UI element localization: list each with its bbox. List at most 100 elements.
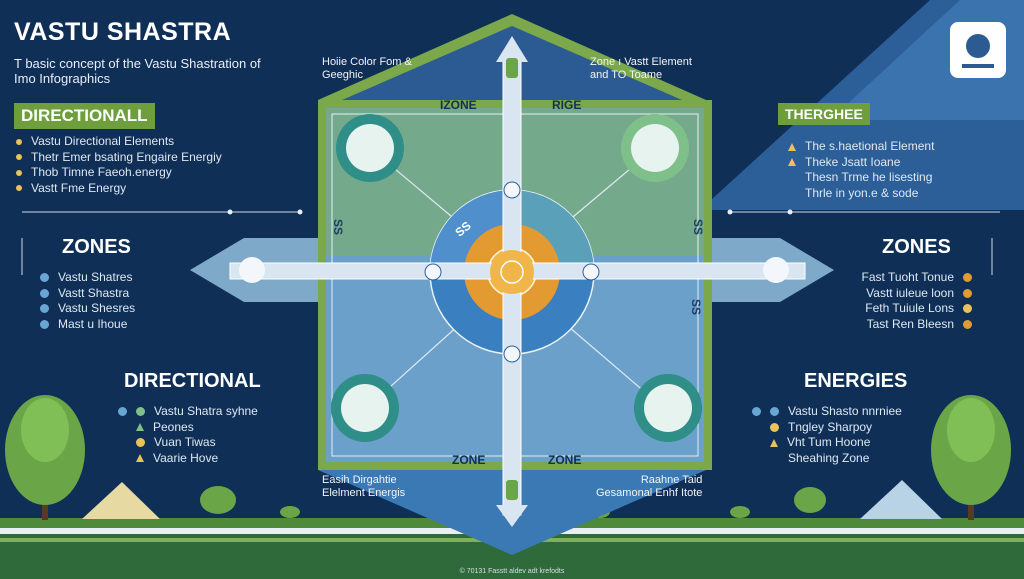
corner-medallions (331, 114, 702, 442)
caption-line: Gesamonal Enhf Itote (596, 487, 703, 499)
list-item: Thetr Emer bsating Engaire Energiy (16, 150, 222, 166)
medallion-ne-icon (631, 124, 679, 172)
list-item-label: Thob Timne Faeoh.energy (31, 165, 172, 179)
list-item-label: Vastu Directional Elements (31, 134, 175, 148)
leaf-icon (136, 407, 145, 417)
list-item-label: Vastu Shatra syhne (154, 404, 258, 418)
list-item: Vastt Fme Energy (16, 181, 222, 197)
page-title: VASTU SHASTRA (14, 18, 232, 46)
list-item: Vastt Shastra (40, 286, 135, 302)
bullet-icon (16, 185, 22, 192)
list-item: Thrle in yon.e & sode (788, 186, 934, 202)
list-item: Vaarie Hove (118, 451, 258, 467)
side-label-ne: SS (691, 218, 706, 236)
connector-dots (227, 209, 793, 215)
list-item: Vastu Shasto nnrniee (752, 404, 902, 420)
left-pyramid (82, 482, 160, 519)
bullet-icon (16, 154, 22, 161)
caption-line: Hoiie Color Fom & (322, 56, 412, 68)
logo-icon (966, 34, 990, 58)
bullet-icon (963, 273, 972, 283)
rige-label: RIGE (552, 98, 582, 112)
right-energies-list: Vastu Shasto nnrniee Tngley Sharpoy Vht … (752, 404, 902, 466)
caption-line: Zone ı Vastt Element (590, 56, 692, 68)
list-item: Thob Timne Faeoh.energy (16, 165, 222, 181)
list-item: Vastu Shesres (40, 301, 135, 317)
bullet-icon (40, 288, 49, 298)
list-item: Peones (118, 420, 258, 436)
caption-line: Elelment Energis (322, 487, 406, 499)
list-item: Sheahing Zone (752, 451, 902, 467)
list-item-label: Vuan Tiwas (154, 435, 216, 449)
sun-icon (770, 422, 779, 432)
right-energies-heading: ENERGIES (804, 370, 908, 392)
bullet-icon (118, 407, 127, 417)
list-item-label: Thetr Emer bsating Engaire Energiy (31, 149, 222, 164)
footer-credit: © 70131 Fasstt aldev adt krefodts (459, 568, 565, 575)
page-subtitle: T basic concept of the Vastu Shastration… (14, 56, 304, 86)
logo-text-bar (962, 64, 994, 68)
directional-box-label: DIRECTIONALL (14, 103, 155, 129)
list-item: Tngley Sharpoy (752, 420, 902, 436)
orange-core-top (490, 250, 534, 294)
list-item-label: Vastt iuleue loon (866, 285, 954, 300)
list-item-label: Theke Jsatt Ioane (805, 154, 901, 169)
bullet-icon (788, 158, 796, 167)
list-item-label: Vastu Shatres (58, 270, 133, 284)
bullet-icon (752, 407, 761, 417)
north-arrowhead (496, 36, 528, 62)
right-box-label: THERGHEE (778, 103, 870, 125)
arrow-end-icons (239, 257, 789, 283)
list-item-label: Mast u Ihoue (58, 316, 128, 331)
bullet-icon (40, 273, 49, 283)
right-pyramid (860, 480, 942, 519)
bullet-icon (40, 319, 49, 329)
left-directional-heading: DIRECTIONAL (124, 370, 261, 392)
right-zones-list: Fast Tuoht Tonue Vastt iuleue loon Feth … (838, 270, 972, 332)
list-item: Vht Tum Hoone (752, 435, 902, 451)
bullet-icon (963, 288, 972, 298)
list-item: Tast Ren Bleesn (838, 317, 972, 333)
pyramid-icon (136, 454, 144, 463)
bottom-left-caption: Easih Dirgahtie Elelment Energis (322, 474, 405, 500)
list-item-label: Tast Ren Bleesn (866, 316, 954, 331)
pyramid-icon (770, 438, 778, 447)
left-zones-heading: ZONES (62, 236, 131, 258)
list-item-label: Vastu Shasto nnrniee (788, 404, 902, 418)
north-icon (506, 58, 518, 78)
sun-icon (136, 438, 145, 448)
bullet-icon (963, 319, 972, 329)
list-item-label: Vht Tum Hoone (787, 435, 871, 449)
list-item-label: Thesn Trme he lisesting (805, 170, 933, 184)
south-icon (506, 480, 518, 500)
bottom-right-caption: Raahne Taid Gesamonal Enhf Itote (596, 474, 702, 500)
caption-line: Raahne Taid (640, 474, 703, 486)
side-label-se: SS (689, 298, 704, 316)
bullet-icon (40, 304, 49, 314)
list-item-label: Feth Tuiule Lons (865, 301, 954, 315)
cross-medallions (424, 181, 600, 363)
medallion-nw-icon (346, 124, 394, 172)
caption-line: and TO Toame (590, 69, 663, 81)
list-item-label: The s.haetional Element (805, 139, 935, 153)
list-item: Vuan Tiwas (118, 435, 258, 451)
directional-list: Vastu Directional Elements Thetr Emer bs… (16, 134, 222, 196)
core-symbol-icon (500, 260, 524, 284)
list-item-label: Vaarie Hove (153, 450, 219, 465)
bullet-icon (16, 169, 22, 176)
list-item-label: Thrle in yon.e & sode (805, 185, 919, 200)
right-box-list: The s.haetional Element Theke Jsatt Ioan… (788, 139, 934, 201)
list-item: Fast Tuoht Tonue (838, 270, 972, 286)
bullet-icon (788, 142, 796, 151)
zone-bottom-right-label: ZONE (548, 453, 582, 467)
list-item: Vastt iuleue loon (838, 286, 972, 302)
list-item-label: Vastt Fme Energy (31, 180, 127, 195)
list-item-label: Vastt Shastra (58, 285, 130, 300)
subtitle-line: T basic concept of the Vastu Shastration… (14, 56, 261, 71)
caption-line: Geeghic (322, 69, 363, 81)
left-directional-list: Vastu Shatra syhne Peones Vuan Tiwas Vaa… (118, 404, 258, 466)
side-label-nw: SS (331, 218, 346, 236)
top-left-caption: Hoiie Color Fom & Geeghic (322, 56, 412, 82)
list-item: Theke Jsatt Ioane (788, 155, 934, 171)
leaf-icon (136, 423, 144, 432)
